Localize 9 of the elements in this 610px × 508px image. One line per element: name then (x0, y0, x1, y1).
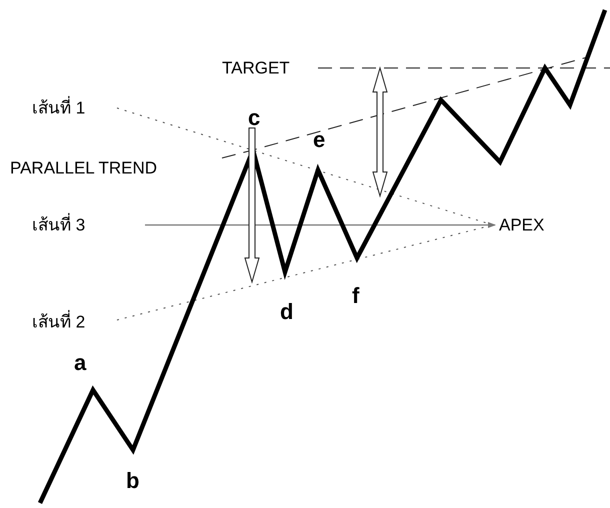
point-label: b (126, 470, 140, 492)
point-label: e (313, 129, 326, 151)
line-label: APEX (499, 216, 544, 234)
point-label: a (74, 352, 86, 374)
line-label: TARGET (222, 60, 290, 76)
line-label: PARALLEL TREND (10, 160, 158, 176)
point-label: c (248, 107, 260, 129)
point-label: d (280, 301, 294, 323)
point-label: f (352, 285, 360, 307)
